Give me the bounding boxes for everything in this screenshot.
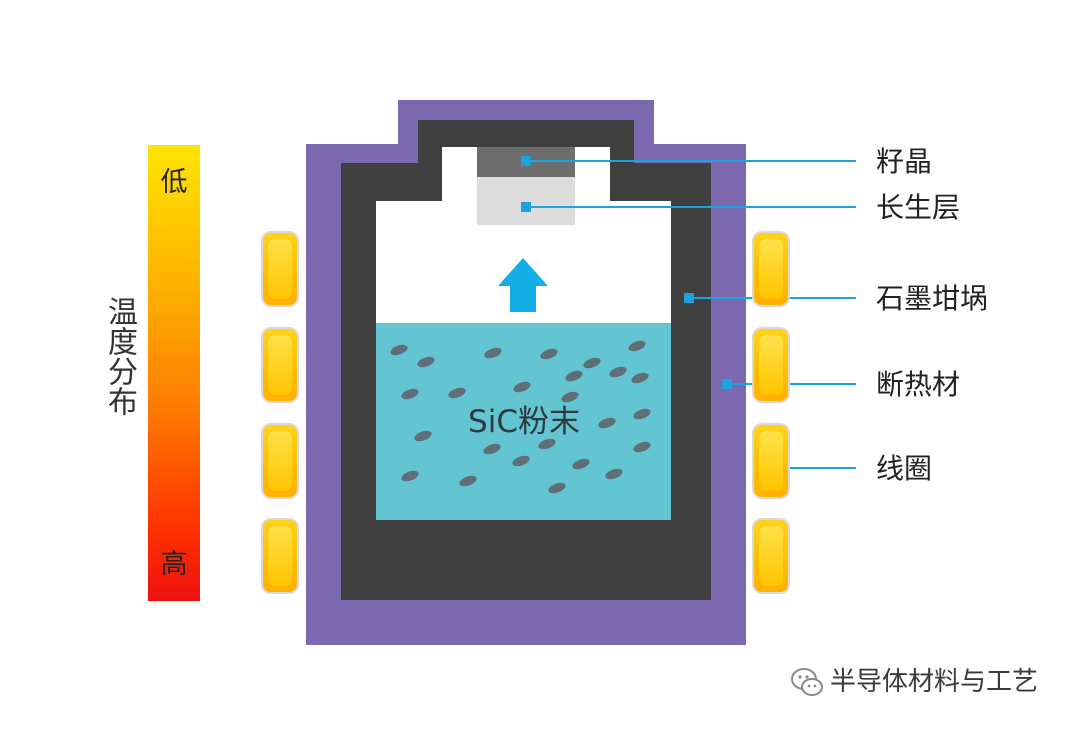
powder-particles bbox=[390, 340, 651, 494]
coil-right-2 bbox=[752, 327, 790, 403]
coil-left-4 bbox=[261, 518, 299, 594]
coil-left-2 bbox=[261, 327, 299, 403]
marker-insulation bbox=[722, 379, 732, 389]
coil-right-3 bbox=[752, 423, 790, 499]
label-seed-crystal: 籽晶 bbox=[876, 145, 933, 178]
coil-right-1 bbox=[752, 231, 790, 307]
temperature-distribution-title: 温度分布 bbox=[102, 296, 137, 416]
vapor-flow-arrow-icon bbox=[498, 258, 548, 312]
label-graphite-crucible: 石墨坩埚 bbox=[876, 282, 989, 315]
temperature-high-label: 高 bbox=[160, 549, 188, 580]
label-coil: 线圈 bbox=[876, 452, 933, 485]
leader-lines bbox=[526, 160, 856, 469]
marker-seed bbox=[521, 156, 531, 166]
label-insulation: 断热材 bbox=[876, 368, 961, 401]
marker-growth bbox=[521, 202, 531, 212]
label-growth-layer: 长生层 bbox=[876, 191, 961, 224]
coil-left-3 bbox=[261, 423, 299, 499]
temperature-low-label: 低 bbox=[160, 167, 188, 198]
watermark-text: 半导体材料与工艺 bbox=[830, 667, 1039, 697]
coil-left-1 bbox=[261, 231, 299, 307]
temperature-gradient-bar bbox=[148, 145, 200, 601]
coil-right-4 bbox=[752, 518, 790, 594]
wechat-icon bbox=[791, 668, 823, 696]
growth-layer bbox=[477, 177, 575, 225]
marker-crucible bbox=[684, 293, 694, 303]
sic-powder-label: SiC粉末 bbox=[468, 404, 580, 440]
sic-powder bbox=[376, 323, 671, 520]
